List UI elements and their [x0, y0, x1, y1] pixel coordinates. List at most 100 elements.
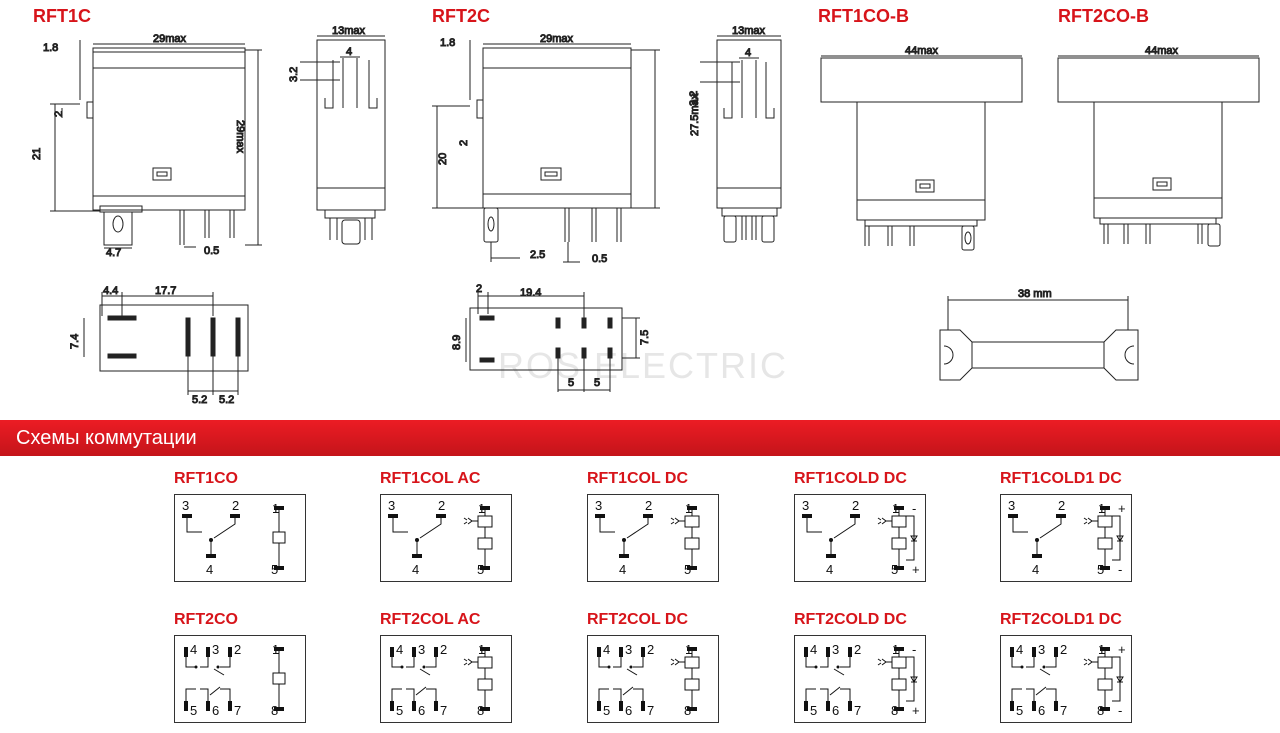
rft2c-bottom-d: 7.5 [639, 330, 651, 345]
svg-text:5: 5 [1016, 703, 1023, 718]
scheme-rft2cold1-dc: RFT2COLD1 DC43256718+- [1000, 611, 1150, 729]
wiring-diagram: 32415 [174, 494, 306, 582]
scheme-rft1cold1-dc: RFT1COLD1 DC32415+- [1000, 470, 1150, 588]
svg-text:2: 2 [1060, 642, 1067, 657]
svg-text:3: 3 [802, 498, 809, 513]
svg-text:2: 2 [854, 642, 861, 657]
wiring-diagram: 43256718-+ [794, 635, 926, 723]
svg-text:5: 5 [396, 703, 403, 718]
svg-text:7: 7 [1060, 703, 1067, 718]
rft2c-bottom-e: 5 [568, 377, 574, 389]
title-rft1co-b: RFT1CO-B [818, 6, 909, 26]
mounting-clip [939, 296, 1139, 381]
svg-text:6: 6 [832, 703, 839, 718]
scheme-label: RFT2COL DC [587, 611, 689, 628]
rft1c-bottom-a: 4.4 [103, 285, 118, 297]
svg-text:+: + [1118, 501, 1126, 516]
scheme-rft2co: RFT2CO43256718 [174, 611, 324, 729]
title-rft2co-b: RFT2CO-B [1058, 6, 1149, 26]
svg-text:3: 3 [212, 642, 219, 657]
wiring-diagram: 32415 [587, 494, 719, 582]
scheme-label: RFT2COLD1 DC [1000, 611, 1122, 628]
scheme-label: RFT1CO [174, 470, 238, 487]
scheme-rft1col-ac: RFT1COL AC32415 [380, 470, 530, 588]
svg-text:3: 3 [1038, 642, 1045, 657]
rft1c-bottom-view [83, 292, 249, 395]
rft2c-side-width-label: 13max [732, 25, 766, 37]
rft1c-pin-gap-label: 2 [53, 111, 65, 117]
rft1c-offset-label: 1.8 [43, 42, 58, 54]
rft1c-bottom-b: 17.7 [155, 285, 176, 297]
wiring-diagram: 43256718 [174, 635, 306, 723]
rft2co-b-view [1057, 55, 1260, 247]
svg-text:7: 7 [440, 703, 447, 718]
rft1c-front-view [50, 40, 262, 249]
rft2c-bottom-b: 19.4 [520, 287, 541, 299]
svg-text:5: 5 [810, 703, 817, 718]
svg-text:4: 4 [190, 642, 197, 657]
rft1co-b-width-label: 44max [905, 45, 939, 57]
wiring-diagram: 32415 [380, 494, 512, 582]
scheme-label: RFT2COLD DC [794, 611, 907, 628]
svg-text:7: 7 [647, 703, 654, 718]
rft1c-tab-label: 4.7 [106, 247, 121, 259]
rft2c-bottom-c: 8.9 [451, 335, 463, 350]
svg-text:5: 5 [190, 703, 197, 718]
svg-text:2: 2 [852, 498, 859, 513]
rft2c-side-height-label: 27.5max [689, 93, 701, 136]
svg-text:3: 3 [625, 642, 632, 657]
clip-length-label: 38 mm [1018, 288, 1052, 300]
svg-text:4: 4 [412, 562, 419, 577]
rft1c-pin-label: 0.5 [204, 245, 219, 257]
section-header: Схемы коммутации [0, 420, 1280, 456]
scheme-label: RFT1COL AC [380, 470, 481, 487]
svg-text:3: 3 [388, 498, 395, 513]
svg-text:+: + [912, 562, 920, 577]
svg-text:4: 4 [396, 642, 403, 657]
rft1co-b-view [820, 55, 1023, 251]
svg-text:2: 2 [438, 498, 445, 513]
rft2c-side-pin-label: 3.2 [688, 91, 700, 106]
rft2c-width-label: 29max [540, 33, 574, 45]
scheme-label: RFT1COLD DC [794, 470, 907, 487]
rft1c-height-label: 21 [31, 148, 43, 160]
svg-text:2: 2 [232, 498, 239, 513]
rft2c-front-view [432, 40, 660, 263]
svg-text:4: 4 [619, 562, 626, 577]
svg-text:2: 2 [1058, 498, 1065, 513]
rft1c-bottom-d: 5.2 [192, 394, 207, 406]
scheme-label: RFT1COL DC [587, 470, 689, 487]
svg-text:3: 3 [832, 642, 839, 657]
svg-text:4: 4 [826, 562, 833, 577]
scheme-label: RFT2CO [174, 611, 238, 628]
scheme-label: RFT2COL AC [380, 611, 481, 628]
svg-text:7: 7 [854, 703, 861, 718]
scheme-rft1cold-dc: RFT1COLD DC32415-+ [794, 470, 944, 588]
rft2c-bottom-view [465, 292, 640, 392]
rft1c-side-view [300, 35, 386, 245]
rft1c-side-height-label: 29max [234, 120, 246, 154]
wiring-diagram: 32415-+ [794, 494, 926, 582]
rft2c-side-tab-label: 4 [745, 47, 751, 59]
svg-text:6: 6 [625, 703, 632, 718]
scheme-rft1col-dc: RFT1COL DC32415 [587, 470, 737, 588]
rft2c-side-view [700, 35, 782, 243]
rft2c-bottom-a: 2 [476, 283, 482, 295]
rft1c-side-tab-label: 4 [346, 46, 352, 58]
scheme-rft2col-dc: RFT2COL DC43256718 [587, 611, 737, 729]
svg-text:4: 4 [603, 642, 610, 657]
svg-text:2: 2 [234, 642, 241, 657]
svg-text:2: 2 [645, 498, 652, 513]
wiring-diagram: 43256718 [380, 635, 512, 723]
svg-text:-: - [1118, 562, 1122, 577]
svg-text:6: 6 [1038, 703, 1045, 718]
svg-text:4: 4 [206, 562, 213, 577]
rft2c-height-label: 20 [437, 153, 449, 165]
scheme-label: RFT1COLD1 DC [1000, 470, 1122, 487]
svg-text:3: 3 [1008, 498, 1015, 513]
svg-text:-: - [912, 642, 916, 657]
scheme-rft2cold-dc: RFT2COLD DC43256718-+ [794, 611, 944, 729]
rft2c-pitch-label: 2.5 [530, 249, 545, 261]
watermark: ROS ELECTRIC [498, 345, 789, 386]
svg-text:4: 4 [1032, 562, 1039, 577]
